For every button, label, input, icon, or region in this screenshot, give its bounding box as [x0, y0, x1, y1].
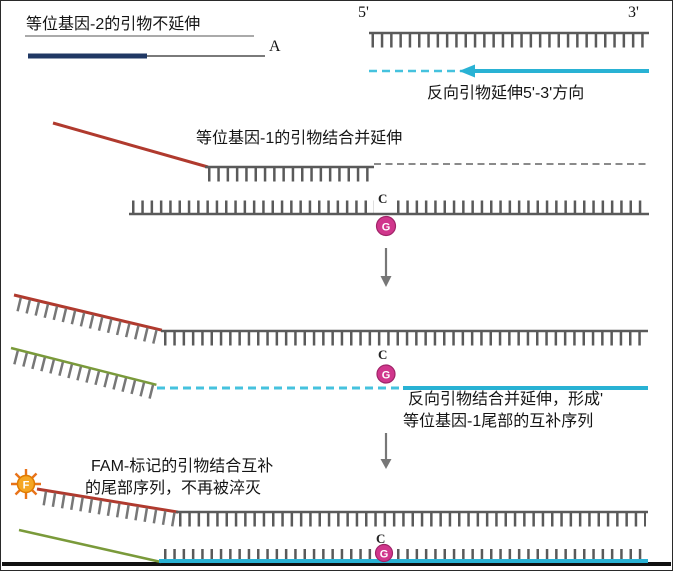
arrow-down-1 — [380, 248, 392, 287]
arrow-down-2 — [380, 433, 392, 469]
product-top-tail — [13, 293, 163, 345]
snp-base-g-step4: G — [380, 549, 389, 561]
arrow-down-1-head — [380, 276, 392, 287]
snp-base-c-step4: C — [376, 531, 385, 546]
step4-caption-line1: FAM-标记的引物结合互补 — [91, 457, 273, 475]
snp-base-g-circle-step3 — [376, 364, 396, 384]
snp-base-c-step3: C — [378, 347, 387, 362]
allele1-binding-group: 等位基因-1的引物结合并延伸 C G — [52, 121, 649, 237]
fam-primer-tail-teeth — [42, 491, 176, 527]
five-prime-label: 5' — [358, 4, 369, 21]
product-top-strand-group — [13, 293, 648, 346]
product-bottom-tail — [10, 346, 157, 399]
bottom-rule — [2, 562, 671, 566]
allele2-base-a: A — [269, 38, 281, 55]
fam-primer-tail — [36, 487, 179, 527]
allele1-caption: 等位基因-1的引物结合并延伸 — [196, 129, 402, 147]
snp-base-g-step2: G — [382, 222, 391, 234]
fam-core — [16, 474, 36, 494]
snp-base-g-circle-step4 — [374, 543, 394, 563]
allele2-caption: 等位基因-2的引物不延伸 — [26, 15, 200, 33]
product-bottom-tail-line — [10, 346, 157, 387]
final-bottom-tail — [18, 528, 162, 564]
fam-label: F — [23, 480, 30, 492]
product-bottom-strand-group: C G 反向引物结合并延伸，形成' 等位基因-1尾部的互补序列 — [10, 346, 648, 430]
step4-caption-line2: 的尾部序列，不再被淬灭 — [85, 479, 261, 497]
product-top-tail-line — [13, 293, 163, 332]
snp-base-g-circle-step2 — [375, 215, 397, 237]
template-strand-group: 5' 3' 反向引物延伸5'-3'方向 — [358, 4, 649, 102]
step3-caption-line2: 等位基因-1尾部的互补序列 — [403, 412, 593, 430]
snp-base-g-step3: G — [382, 370, 391, 382]
arrow-down-2-head — [380, 459, 392, 469]
snp-base-c-step2: C — [378, 191, 387, 206]
three-prime-label: 3' — [628, 4, 639, 21]
fam-primer-tail-line — [36, 487, 179, 514]
fam-step-group: FAM-标记的引物结合互补 的尾部序列，不再被淬灭 F C G — [11, 457, 648, 564]
allele1-primer-tail — [52, 121, 209, 169]
reverse-primer-caption: 反向引物延伸5'-3'方向 — [427, 84, 584, 102]
step3-caption-line1: 反向引物结合并延伸，形成' — [408, 390, 603, 408]
allele2-primer-group: 等位基因-2的引物不延伸 A — [25, 15, 281, 59]
fam-fluorophore-icon: F — [11, 469, 41, 499]
reverse-primer-arrowhead — [459, 64, 475, 78]
